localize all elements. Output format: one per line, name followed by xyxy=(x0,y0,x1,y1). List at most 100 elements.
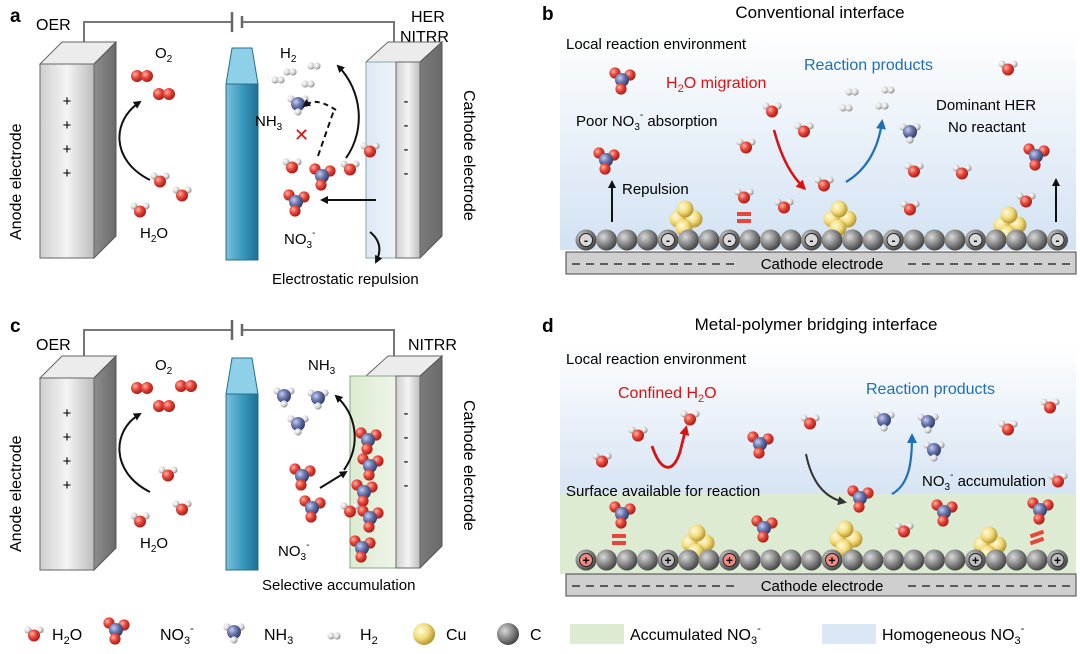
c-atom xyxy=(801,549,822,571)
charge-site xyxy=(1050,553,1065,567)
h2o-molecule xyxy=(150,172,170,188)
cathode-label: Cathode electrode xyxy=(460,90,477,221)
h2o-molecule xyxy=(282,158,302,174)
repulsion-label: Repulsion xyxy=(622,181,689,198)
membrane xyxy=(225,47,259,261)
her-label: HER xyxy=(411,9,445,26)
o2-molecule xyxy=(153,400,175,412)
legend-item-homogeneous: Homogeneous NO3- xyxy=(822,623,1025,647)
nh3-molecule xyxy=(287,95,309,116)
no3-label: NO3- xyxy=(284,228,315,251)
h2-molecule xyxy=(327,632,341,640)
c-atom xyxy=(760,229,781,251)
c-atom xyxy=(596,229,617,251)
charge-sign: + xyxy=(828,554,835,568)
dominant-her-label: Dominant HER xyxy=(936,97,1036,114)
plus-sign: + xyxy=(63,405,72,422)
o2-label: O2 xyxy=(155,357,173,377)
migration-arrow xyxy=(772,129,807,191)
minus-sign: - xyxy=(404,429,409,446)
cathode-electrode xyxy=(364,40,444,259)
nitrr-label: NITRR xyxy=(408,337,457,354)
charge-sign: + xyxy=(664,554,671,568)
c-atom xyxy=(821,229,843,251)
c-atom xyxy=(616,229,638,251)
h2o-molecule xyxy=(130,202,150,218)
no3-ion xyxy=(283,189,310,217)
legend-item-nh3: NH3 xyxy=(223,623,293,647)
anode-label: Anode electrode xyxy=(8,123,25,240)
charge-site xyxy=(968,553,983,567)
charge-site xyxy=(968,233,983,247)
wire xyxy=(242,21,395,48)
plate-label-bg xyxy=(738,578,906,594)
charge-sign: - xyxy=(728,234,732,248)
plus-sign: + xyxy=(63,117,72,134)
accumulation-label: NO3- accumulation xyxy=(922,470,1046,493)
c-atom xyxy=(616,549,638,571)
c-atom xyxy=(842,229,863,251)
legend-item-no3: NO3- xyxy=(103,617,194,647)
o2-molecule xyxy=(131,382,153,394)
no3-label: NO3- xyxy=(278,540,309,563)
legend-item-h2o: H2O xyxy=(24,626,82,647)
h2o-molecule xyxy=(158,466,178,482)
minus-sign: - xyxy=(404,165,409,182)
legend: H2O NO3- NH3 H2 Cu C Accumulated NO3- H xyxy=(24,617,1025,647)
panel-label: c xyxy=(10,316,21,337)
charge-site xyxy=(722,233,737,247)
carbon-row: ++++++ xyxy=(575,549,1068,571)
panel-a: a OER HER NITRR + + + + Anode electrode … xyxy=(8,6,477,288)
arrow xyxy=(805,453,847,506)
c-atom xyxy=(780,229,802,251)
charge-site xyxy=(886,233,901,247)
plus-sign: + xyxy=(63,165,72,182)
dashed-arrow xyxy=(302,99,337,111)
legend-item-accumulated: Accumulated NO3- xyxy=(570,623,761,647)
legend-label: H2O xyxy=(52,627,82,647)
h2o-molecule xyxy=(172,186,192,202)
legend-item-cu: Cu xyxy=(413,623,466,645)
arrow xyxy=(336,64,360,159)
anode-electrode xyxy=(38,40,118,260)
local-env-label: Local reaction environment xyxy=(566,36,747,53)
plus-sign: + xyxy=(63,453,72,470)
h2o-molecule xyxy=(130,512,150,528)
no3-ion xyxy=(299,495,326,523)
no3-ion xyxy=(289,463,316,491)
c-atom xyxy=(862,229,884,251)
h2o-molecule xyxy=(172,500,192,516)
nh3-label: NH3 xyxy=(308,357,336,377)
c-atom xyxy=(698,229,720,251)
nh3-label: NH3 xyxy=(255,113,283,133)
h2o-label: H2O xyxy=(140,225,168,245)
c-atom xyxy=(985,229,1007,251)
panel-d: d Metal-polymer bridging interface Local… xyxy=(542,315,1077,597)
c-atom xyxy=(903,229,925,251)
charge-site xyxy=(1050,233,1065,247)
cross-icon: ✕ xyxy=(294,125,309,145)
legend-label: NH3 xyxy=(264,627,293,647)
c-atom xyxy=(985,549,1007,571)
c-atom xyxy=(1026,229,1048,251)
cathode-label: Cathode electrode xyxy=(460,400,477,531)
nh3-molecule xyxy=(223,623,245,644)
arrow xyxy=(334,394,356,471)
charge-sign: - xyxy=(666,234,670,248)
c-atom xyxy=(944,229,966,251)
charge-site xyxy=(825,553,839,567)
panel-label: d xyxy=(542,316,554,337)
panel-c: c OER NITRR + + + + Anode electrode - - … xyxy=(8,316,477,594)
surface-label: Surface available for reaction xyxy=(566,483,760,500)
h2o-label: H2O xyxy=(140,535,168,555)
c-atom xyxy=(883,549,904,571)
c-atom xyxy=(637,229,658,251)
products-label: Reaction products xyxy=(866,381,995,398)
charge-bar xyxy=(612,541,626,545)
o2-molecule xyxy=(131,70,153,82)
confined-arrow xyxy=(650,425,690,469)
c-atom xyxy=(678,549,699,571)
no3-ion xyxy=(309,163,336,191)
minus-sign: - xyxy=(404,405,409,422)
